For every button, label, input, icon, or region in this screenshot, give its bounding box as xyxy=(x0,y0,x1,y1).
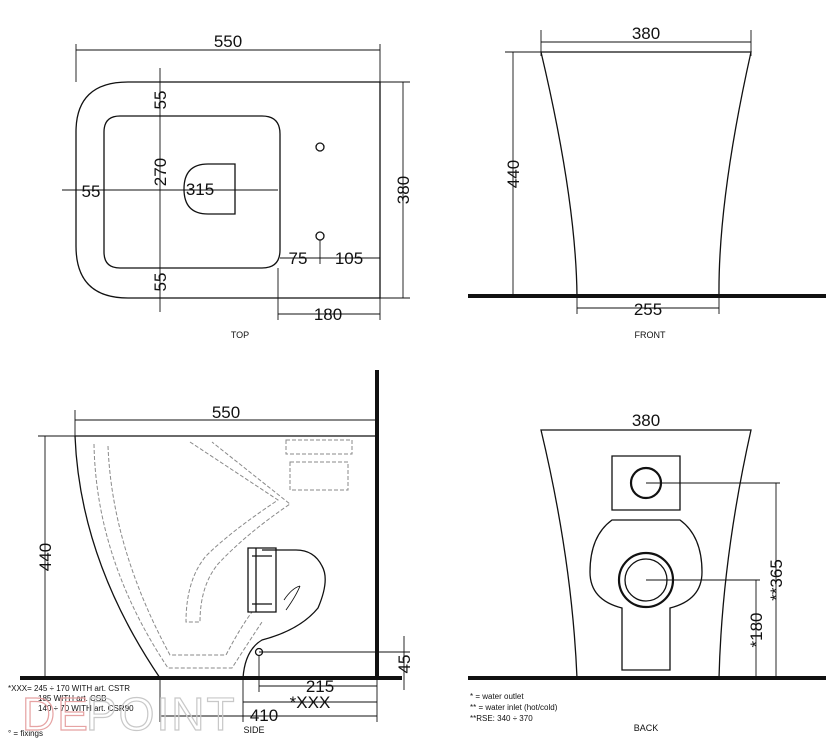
back-view: 380 **365 *180 * = water outlet ** = wat… xyxy=(468,411,826,733)
back-outlet-height-label: *180 xyxy=(747,613,766,648)
side-wall-distance-label: *XXX xyxy=(290,693,331,712)
side-base-length-label: 410 xyxy=(250,706,278,725)
top-fixing-hole-upper xyxy=(315,142,325,152)
front-view: 380 440 255 FRONT xyxy=(468,24,826,340)
front-top-width-label: 380 xyxy=(632,24,660,43)
side-trapway-dashed xyxy=(93,439,353,669)
front-base-width-label: 255 xyxy=(634,300,662,319)
top-fix-spacing-label: 180 xyxy=(314,305,342,324)
side-length-label: 550 xyxy=(212,403,240,422)
top-rim-back-label: 55 xyxy=(151,91,170,110)
top-outer-outline xyxy=(75,81,381,299)
side-outlet-spigot xyxy=(247,547,277,613)
top-inner-rim xyxy=(103,115,281,269)
top-width-label: 550 xyxy=(214,32,242,51)
top-fixing-hole-lower xyxy=(315,231,325,241)
back-inlet-panel xyxy=(611,455,681,511)
back-note-1: * = water outlet xyxy=(470,692,524,701)
back-inlet-height-label: **365 xyxy=(767,559,786,601)
watermark-red-part: DE xyxy=(22,688,90,740)
side-view: 550 440 45 215 *XXX 410 SIDE *XXX= 245 ÷… xyxy=(8,370,414,738)
watermark-logo: DE POINT xyxy=(21,687,237,740)
side-outlet-pipe xyxy=(283,585,301,611)
side-body-outline xyxy=(74,435,377,679)
top-fix-back-label: 105 xyxy=(335,249,363,268)
side-caption: SIDE xyxy=(243,725,264,735)
top-depth-label: 380 xyxy=(394,176,413,204)
side-note-3: 140 ÷ 70 WITH art. CSR90 xyxy=(38,704,134,713)
top-view: 550 380 55 270 55 55 315 75 105 180 TOP xyxy=(62,32,413,340)
side-note-1: *XXX= 245 ÷ 170 WITH art. CSTR xyxy=(8,684,130,693)
side-note-4: ° = fixings xyxy=(8,729,43,738)
side-note-2: 185 WITH art. CSB xyxy=(38,694,106,703)
top-bowl-depth-label: 270 xyxy=(151,158,170,186)
watermark-grey-part: POINT xyxy=(86,688,237,740)
side-height-label: 440 xyxy=(36,543,55,571)
top-caption: TOP xyxy=(231,330,249,340)
top-bowl-length-label: 315 xyxy=(186,180,214,199)
back-note-2: ** = water inlet (hot/cold) xyxy=(470,703,558,712)
side-outlet-distance-label: 215 xyxy=(306,677,334,696)
top-fix-edge-label: 75 xyxy=(289,249,308,268)
front-height-label: 440 xyxy=(504,160,523,188)
side-outlet-height-label: 45 xyxy=(395,655,414,674)
back-caption: BACK xyxy=(634,723,659,733)
back-outlet-recess xyxy=(589,519,703,671)
front-caption: FRONT xyxy=(635,330,666,340)
back-note-3: **RSE: 340 ÷ 370 xyxy=(470,714,533,723)
top-rim-side-label: 55 xyxy=(82,182,101,201)
back-width-label: 380 xyxy=(632,411,660,430)
front-body-outline xyxy=(540,51,752,297)
top-drain xyxy=(183,163,236,215)
top-rim-front-label: 55 xyxy=(151,273,170,292)
